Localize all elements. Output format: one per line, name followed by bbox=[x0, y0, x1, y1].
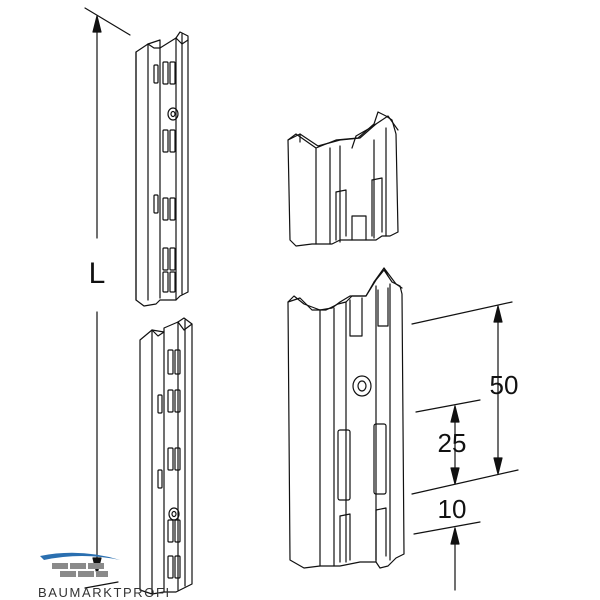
rail-top-detail bbox=[287, 111, 399, 247]
upper-screw-hole bbox=[167, 107, 179, 121]
baumarktprofi-watermark: BAUMARKTPROFI bbox=[38, 552, 171, 600]
rail-lower-segment bbox=[139, 317, 193, 595]
lower-slot-column bbox=[157, 349, 181, 579]
upper-slot-column bbox=[153, 61, 176, 293]
dimension-25-label: 25 bbox=[438, 428, 467, 458]
length-label: L bbox=[89, 257, 106, 290]
dimension-50-label: 50 bbox=[490, 370, 519, 400]
spacing-dimensions: 50 25 10 bbox=[411, 301, 519, 591]
rail-upper-segment bbox=[135, 31, 189, 307]
bottom-long-slot-left bbox=[337, 429, 351, 501]
watermark-bricks-icon bbox=[52, 563, 108, 577]
dimension-10-label: 10 bbox=[438, 494, 467, 524]
bottom-long-slot-right bbox=[373, 423, 387, 495]
bottom-screw-hole bbox=[352, 375, 372, 397]
length-dimension: L bbox=[84, 7, 131, 589]
lower-screw-hole bbox=[168, 507, 180, 521]
rail-bottom-detail bbox=[287, 267, 405, 569]
watermark-text: BAUMARKTPROFI bbox=[38, 585, 171, 600]
watermark-swoosh bbox=[40, 552, 120, 560]
